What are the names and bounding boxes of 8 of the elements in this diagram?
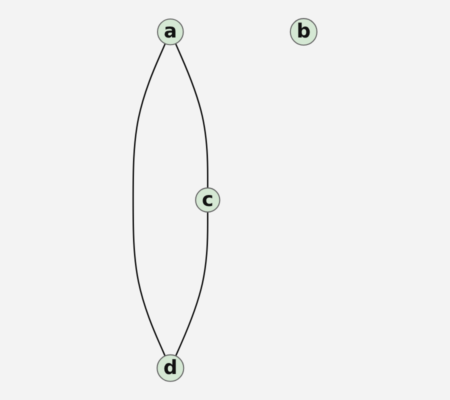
node-circle: [156, 18, 184, 46]
node-circle: [290, 18, 318, 46]
connector: [132, 43, 166, 356]
connector: [174, 43, 208, 188]
connector: [175, 212, 208, 356]
node-circle: [195, 187, 220, 213]
graph-drawing: a b c d: [126, 10, 324, 390]
node-circle: [156, 354, 184, 382]
